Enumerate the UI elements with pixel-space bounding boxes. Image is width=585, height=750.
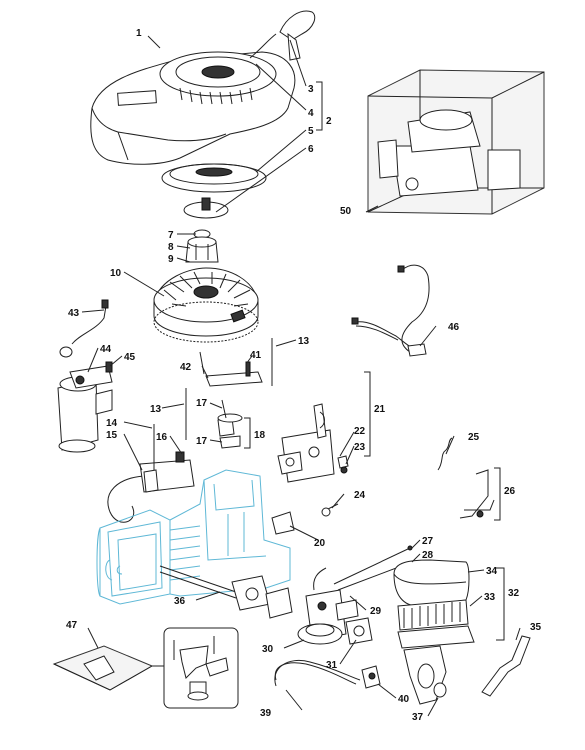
recoil-starter-icon — [90, 10, 316, 165]
throttle-lever-icon — [271, 511, 295, 535]
intake-gasket-icon — [231, 575, 293, 619]
choke-lever-icon — [459, 469, 495, 519]
callout-24: 24 — [354, 490, 366, 501]
fuel-line-icon — [274, 660, 361, 687]
flywheel-icon — [153, 267, 259, 343]
starter-ratchet-icon — [183, 197, 229, 219]
callout-7: 7 — [168, 230, 174, 241]
callout-28: 28 — [422, 550, 434, 561]
screw-icon — [321, 466, 348, 517]
starter-pulley-icon — [161, 163, 267, 193]
callout-35: 35 — [530, 622, 542, 633]
engine-block-icon — [96, 469, 291, 605]
callout-18: 18 — [254, 430, 266, 441]
callout-34: 34 — [486, 566, 498, 577]
callout-17a: 17 — [196, 398, 208, 409]
callout-40: 40 — [398, 694, 410, 705]
governor-spring-icon — [217, 399, 453, 471]
hardware-kit-bag-icon — [52, 645, 166, 691]
callout-3: 3 — [308, 84, 314, 95]
callout-labels: 1 2 3 4 5 6 7 8 9 10 13 13 14 15 16 17 1… — [66, 28, 542, 723]
ignition-bracket-icon — [199, 351, 263, 387]
callout-30: 30 — [262, 644, 274, 655]
callout-41: 41 — [250, 350, 262, 361]
ignition-coil-icon — [107, 424, 195, 523]
callout-20: 20 — [314, 538, 326, 549]
callout-9: 9 — [168, 254, 174, 265]
complete-engine-icon — [367, 69, 545, 215]
callout-45: 45 — [124, 352, 136, 363]
callout-2: 2 — [326, 116, 332, 127]
wiring-harness-icon — [351, 264, 430, 357]
callout-4: 4 — [308, 108, 314, 119]
callout-5: 5 — [308, 126, 314, 137]
callout-13a: 13 — [298, 336, 310, 347]
air-filter-icon — [393, 559, 475, 649]
callout-6: 6 — [308, 144, 314, 155]
callout-27: 27 — [422, 536, 434, 547]
starter-cup-icon — [185, 236, 219, 263]
callout-42: 42 — [180, 362, 192, 373]
callout-47: 47 — [66, 620, 78, 631]
carburetor-gasket-icon — [345, 617, 373, 645]
callout-46: 46 — [448, 322, 460, 333]
callout-39: 39 — [260, 708, 272, 719]
callout-14: 14 — [106, 418, 118, 429]
callout-1: 1 — [136, 28, 142, 39]
callout-17b: 17 — [196, 436, 208, 447]
callout-13b: 13 — [150, 404, 162, 415]
callout-25: 25 — [468, 432, 480, 443]
kit-contents-inset — [163, 627, 239, 709]
callout-44: 44 — [100, 344, 112, 355]
callout-10: 10 — [110, 268, 122, 279]
long-bolt-icon — [185, 338, 273, 440]
callout-36: 36 — [174, 596, 186, 607]
callout-50: 50 — [340, 206, 352, 217]
breather-tube-icon — [481, 635, 531, 697]
callout-8: 8 — [168, 242, 174, 253]
callout-37: 37 — [412, 712, 424, 723]
wing-nut-icon — [433, 682, 447, 698]
callout-32: 32 — [508, 588, 520, 599]
carburetor-icon — [297, 567, 359, 645]
callout-23: 23 — [354, 442, 366, 453]
callout-31: 31 — [326, 660, 338, 671]
callout-33: 33 — [484, 592, 496, 603]
callout-21: 21 — [374, 404, 386, 415]
callout-26: 26 — [504, 486, 516, 497]
callout-16: 16 — [156, 432, 168, 443]
callout-22: 22 — [354, 426, 366, 437]
leader-lines — [81, 35, 521, 717]
starter-motor-icon — [57, 299, 113, 453]
governor-bracket-icon — [277, 403, 349, 483]
intake-studs-icon — [159, 565, 237, 599]
callout-15: 15 — [106, 430, 118, 441]
fuel-fitting-icon — [361, 665, 381, 689]
callout-43: 43 — [68, 308, 80, 319]
callout-29: 29 — [370, 606, 382, 617]
